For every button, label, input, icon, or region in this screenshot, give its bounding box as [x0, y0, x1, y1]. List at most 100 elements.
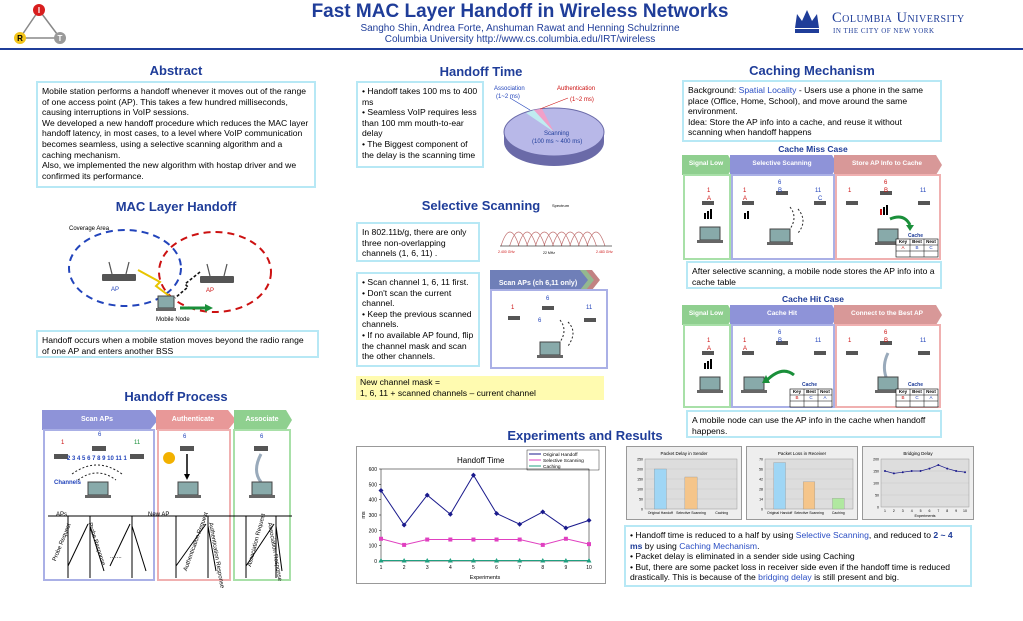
svg-text:T: T [58, 34, 63, 43]
caching-background: Background: Spatial Locality - Users use… [688, 85, 924, 117]
channel-arc [535, 231, 554, 247]
chart-title: Packet Delay in Sender [660, 451, 708, 456]
data-point [425, 537, 430, 542]
pie-assoc-value: (1~2 ms) [496, 94, 520, 100]
y-tick-label: 0 [374, 559, 377, 565]
scan-ap-1: 1 [511, 305, 515, 311]
y-axis-label: ms [361, 511, 367, 519]
x-tick-label: 4 [911, 509, 913, 513]
data-point [424, 558, 430, 563]
y-tick-label: 100 [369, 544, 378, 550]
miss-hdr-1: Signal Low [688, 160, 724, 167]
channel-arc [552, 231, 571, 247]
data-point [402, 542, 407, 547]
spectrum-lo: 2.400 GHz [498, 250, 515, 254]
x-tick-label: Caching [715, 511, 728, 515]
selective-intro: In 802.11b/g, there are only three non-o… [356, 222, 480, 262]
data-point [540, 509, 546, 515]
channel-arc [578, 231, 597, 247]
handoff-time-box: • Handoff takes 100 ms to 400 ms • Seaml… [356, 81, 484, 168]
y-tick-label: 400 [369, 498, 378, 504]
y-tick-label: 28 [759, 488, 763, 492]
handoff-process-diagram [42, 410, 292, 581]
packet-delay-bar-chart: Packet Delay in Sender050100150200250Ori… [637, 451, 738, 515]
y-tick-label: 50 [639, 498, 643, 502]
channel-arc [543, 231, 563, 247]
chart-title: Bridging Delay [903, 451, 933, 456]
chart-title: Packet Loss in Receiver [778, 451, 827, 456]
miss-ap-11c: 11 [920, 188, 927, 194]
channel-mask-box: New channel mask = 1, 6, 11 + scanned ch… [356, 376, 604, 400]
data-point [937, 464, 940, 466]
y-tick-label: 56 [759, 468, 763, 472]
miss-hdr-3: Store AP Info to Cache [851, 160, 923, 167]
x-tick-label: 1 [380, 565, 383, 571]
x-tick-label: 7 [518, 565, 521, 571]
y-tick-label: 200 [637, 468, 643, 472]
mobile-node-label: Mobile Node [156, 317, 190, 323]
selective-bullets: • Scan channel 1, 6, 11 first. • Don't s… [356, 272, 480, 367]
spectrum-title: Spectrum [552, 203, 570, 208]
bar [802, 481, 816, 510]
x-tick-label: 3 [902, 509, 904, 513]
data-point [563, 536, 568, 541]
data-point [517, 558, 523, 563]
data-point [448, 537, 453, 542]
data-point [910, 470, 913, 472]
spectrum-diagram [500, 231, 612, 247]
y-tick-label: 250 [637, 458, 643, 462]
x-tick-label: 5 [472, 565, 475, 571]
data-point [494, 510, 500, 516]
x-tick-label: Selective Scanning [794, 511, 824, 515]
data-point [964, 471, 966, 474]
hit-ap-11: 11 [815, 338, 822, 344]
x-axis-label: Experiments [914, 514, 935, 518]
abstract-p1: Mobile station performs a handoff whenev… [42, 86, 307, 118]
data-point [919, 470, 922, 472]
pie-auth-label: Authentication [557, 86, 596, 92]
y-tick-label: 0 [877, 506, 879, 510]
legend-label: Original Handoff [543, 452, 578, 458]
abstract-p3: Also, we implemented the new algorithm w… [42, 160, 297, 181]
abstract-title: Abstract [149, 63, 203, 78]
cache-miss-diagram [682, 155, 942, 260]
hit-ap-1: 1 [707, 338, 711, 344]
header-rule [0, 48, 1023, 50]
abstract-p2: We developed a new handoff procedure whi… [42, 117, 309, 160]
y-tick-label: 0 [641, 508, 643, 512]
hit-hdr-1: Signal Low [688, 310, 724, 317]
data-point [563, 525, 569, 531]
x-tick-label: 6 [928, 509, 930, 513]
results-bullet-3: • But, there are some packet loss in rec… [630, 561, 951, 583]
cache-hit-title: Cache Hit Case [782, 294, 844, 304]
x-tick-label: 2 [893, 509, 895, 513]
legend-box [526, 449, 600, 471]
x-tick-label: 6 [495, 565, 498, 571]
scan-ap-6a: 6 [546, 296, 550, 302]
y-tick-label: 100 [873, 482, 879, 486]
chart-title: Handoff Time [457, 456, 505, 465]
hit-cache-label-2: Cache [908, 382, 924, 388]
series-line [380, 474, 590, 529]
channel-1-top: 1 [61, 440, 65, 446]
miss-caption: After selective scanning, a mobile node … [686, 261, 942, 289]
authors: Sangho Shin, Andrea Forte, Anshuman Rawa… [360, 23, 680, 34]
data-point [401, 522, 407, 528]
miss-ap-b: B [778, 188, 783, 194]
hit-ap-bc: B [884, 338, 889, 344]
pie-assoc-label: Association [494, 86, 525, 92]
data-point [470, 472, 476, 478]
x-tick-label: 8 [541, 565, 544, 571]
channel-6-top: 6 [98, 432, 102, 438]
caching-box: Background: Spatial Locality - Users use… [682, 80, 942, 142]
legend-label: Selective Scanning [543, 458, 584, 464]
probe-dots: ....... [110, 554, 122, 560]
auth-ap-label: 6 [183, 434, 187, 440]
x-tick-label: 4 [449, 565, 452, 571]
x-tick-label: Original Handoff [648, 511, 673, 515]
handoff-time-title: Handoff Time [439, 64, 523, 79]
data-point [563, 558, 569, 563]
